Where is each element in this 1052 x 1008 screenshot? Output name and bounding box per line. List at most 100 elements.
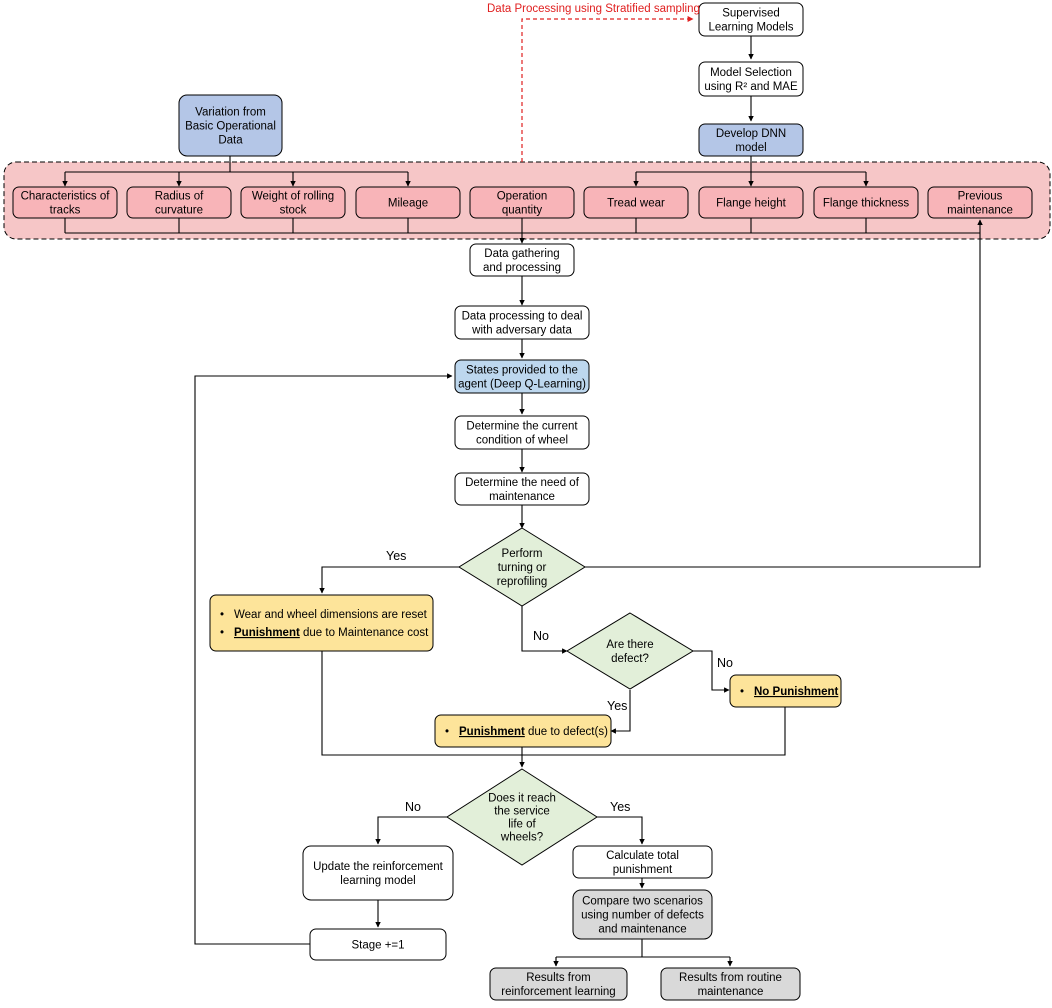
f_flangeh-box	[698, 186, 804, 219]
develop_dnn-box	[698, 123, 804, 157]
edge-turning-right-to-prevmaint	[585, 219, 983, 568]
states-label-1: agent (Deep Q-Learning)	[458, 379, 586, 391]
connectors	[62, 16, 983, 966]
res_rl-label-0: Results from	[526, 972, 591, 984]
reset-box	[209, 594, 434, 652]
gathering-label-0: Data gathering	[484, 248, 559, 260]
reset-item-1-bold: Punishment	[234, 627, 300, 639]
update-label-1: learning model	[340, 875, 415, 887]
calc-box	[572, 845, 713, 879]
reset-item-0: Wear and wheel dimensions are reset	[234, 609, 428, 621]
defect-item-0: Punishment due to defect(s)	[459, 726, 608, 738]
d_defect-diamond	[566, 612, 694, 690]
calc-label-0: Calculate total	[606, 850, 679, 862]
reset-item-1-text: due to Maintenance cost	[300, 627, 429, 639]
d_turning-label-0: Perform	[502, 548, 543, 560]
d_turning-label-1: turning or	[498, 562, 547, 574]
compare-box	[572, 889, 713, 940]
supervised-label-0: Supervised	[722, 8, 780, 20]
f_mileage-box	[355, 186, 461, 219]
need-box	[454, 472, 590, 506]
d_service-label-1: the service	[494, 806, 550, 818]
f_tracks-label-1: tracks	[50, 205, 81, 217]
reset-item-1: Punishment due to Maintenance cost	[234, 627, 429, 639]
label-yes-defect: Yes	[607, 699, 627, 713]
d_turning-label-2: reprofiling	[497, 576, 548, 588]
node-adversary: Data processing to deal with adversary da…	[454, 305, 590, 340]
f_radius-label-0: Radius of	[155, 191, 204, 203]
f_flanget-box	[813, 186, 919, 219]
d_service-label-3: wheels?	[500, 832, 543, 844]
f_opq-box	[469, 186, 575, 219]
label-yes-turning: Yes	[386, 549, 406, 563]
reset-item-0-text: Wear and wheel dimensions are reset	[234, 609, 428, 621]
adversary-box	[454, 305, 590, 340]
f_tread-box	[583, 186, 689, 219]
supervised-label-1: Learning Models	[708, 22, 793, 34]
develop_dnn-label-0: Develop DNN	[716, 128, 786, 140]
d_turning-diamond	[458, 527, 586, 607]
gathering-box	[469, 243, 575, 277]
edge-stage-loop	[194, 373, 453, 945]
label-no-turning: No	[533, 629, 549, 643]
f_tracks-box	[12, 186, 118, 219]
compare-label-1: using number of defects	[581, 910, 704, 922]
f_weight-label-1: stock	[280, 205, 307, 217]
node-f_flangeh: Flange height	[698, 186, 804, 219]
node-f_opq: Operation quantity	[469, 186, 575, 219]
node-update: Update the reinforcement learning model	[302, 845, 454, 901]
states-label-0: States provided to the	[466, 365, 578, 377]
edge-compare-to-results	[555, 939, 730, 966]
states-box	[454, 359, 590, 394]
stratified-sampling-label: Data Processing using Stratified samplin…	[487, 3, 700, 15]
defect-bullet-0: •	[445, 726, 449, 738]
d_defect-label-0: Are there	[606, 639, 653, 651]
nopun-bullet-0: •	[740, 686, 744, 698]
decision-d_turning: Perform turning or reprofiling	[458, 527, 586, 607]
variation-label-2: Data	[218, 135, 243, 147]
decision-d_defect: Are there defect?	[566, 612, 694, 690]
f_prevmaint-label-1: maintenance	[947, 205, 1013, 217]
node-f_flanget: Flange thickness	[813, 186, 919, 219]
adversary-label-1: with adversary data	[471, 325, 572, 337]
d_service-label-2: life of	[508, 819, 536, 831]
variation-label-0: Variation from	[195, 107, 266, 119]
variation-label-1: Basic Operational	[185, 121, 276, 133]
model_selection-label-1: using R² and MAE	[704, 81, 798, 93]
edge-defect-no	[693, 650, 730, 693]
adversary-label-0: Data processing to deal	[462, 311, 583, 323]
res_rl-box	[489, 967, 628, 1001]
edge-service-yes	[597, 816, 645, 845]
model_selection-box	[698, 61, 804, 97]
nopun-box	[729, 674, 842, 708]
nopun-item-0: No Punishment	[754, 686, 839, 698]
stage-box	[309, 928, 447, 961]
f_opq-label-1: quantity	[502, 205, 543, 217]
need-label-1: maintenance	[489, 491, 555, 503]
edge-turning-no	[521, 606, 568, 654]
update-label-0: Update the reinforcement	[313, 861, 444, 873]
current-label-0: Determine the current	[466, 421, 578, 433]
edge-variation-bus	[65, 156, 408, 173]
f_flangeh-label-0: Flange height	[716, 198, 786, 210]
f_opq-label-0: Operation	[497, 191, 548, 203]
label-no-service: No	[405, 800, 421, 814]
node-states: States provided to the agent (Deep Q-Lear…	[454, 359, 590, 394]
outcome-reset: •Wear and wheel dimensions are reset•Pun…	[209, 594, 434, 652]
f_radius-box	[126, 186, 232, 219]
update-box	[302, 845, 454, 901]
d_defect-label-1: defect?	[611, 653, 649, 665]
node-stage: Stage +=1	[309, 928, 447, 961]
reset-bullet-1: •	[220, 627, 224, 639]
res_routine-label-1: maintenance	[698, 986, 764, 998]
